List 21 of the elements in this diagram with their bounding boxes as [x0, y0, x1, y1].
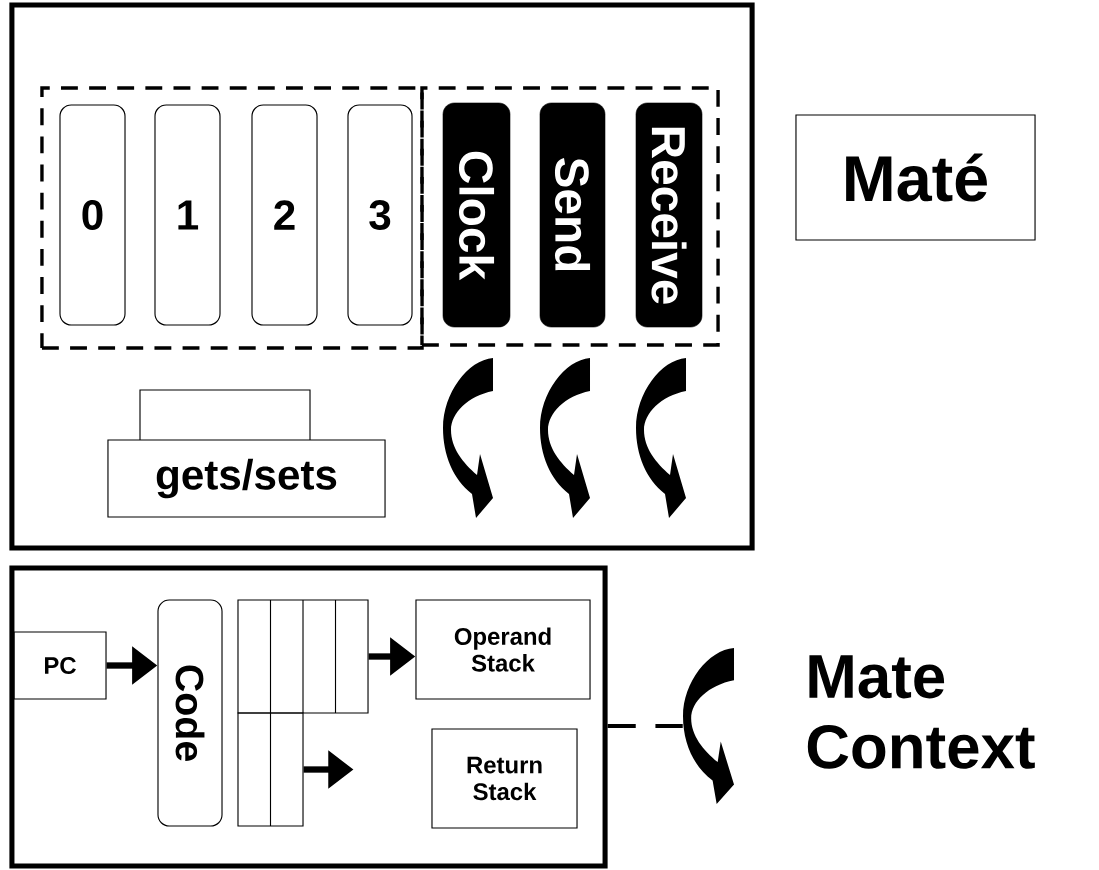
panel-frame [9, 565, 608, 869]
stack-cells [237, 712, 304, 827]
register-slot: 3 [347, 104, 413, 326]
register-box: PC [13, 631, 107, 700]
tray-box: gets/sets [107, 389, 386, 518]
register-slot: 0 [59, 104, 126, 326]
event-slot: Receive [635, 102, 703, 328]
stack-box: Return Stack [431, 728, 578, 829]
register-slot: 1 [154, 104, 221, 326]
curved-arrow-icon [683, 648, 734, 804]
side-label: Mate Context [807, 655, 1035, 769]
dashed-group [40, 86, 424, 350]
dashed-group [420, 86, 720, 347]
code-slot: Code [157, 599, 223, 827]
panel-frame [9, 2, 755, 551]
stack-cells [237, 599, 369, 714]
event-slot: Clock [442, 102, 511, 328]
stack-box: Operand Stack [415, 599, 591, 700]
event-slot: Send [539, 102, 606, 328]
register-slot: 2 [251, 104, 318, 326]
title-box: Maté [795, 114, 1036, 241]
